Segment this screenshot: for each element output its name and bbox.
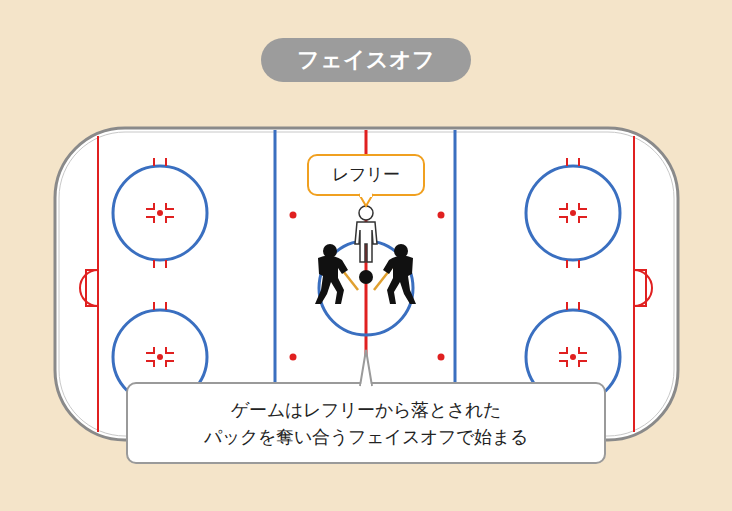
callout-text: ゲームはレフリーから落とされた パックを奪い合うフェイスオフで始まる [158, 396, 574, 450]
pointer-join [361, 384, 371, 387]
callout-text: レフリー [332, 162, 400, 188]
pointer-join [360, 194, 372, 197]
pointer-shape [359, 194, 373, 206]
pointer-shape [360, 350, 372, 386]
callout-pointer [354, 348, 378, 386]
referee-callout: レフリー [307, 154, 425, 196]
callout-pointer [354, 194, 378, 210]
caption-callout: ゲームはレフリーから落とされた パックを奪い合うフェイスオフで始まる [126, 382, 606, 464]
title-text: フェイスオフ [297, 38, 435, 82]
title-pill: フェイスオフ [261, 38, 471, 82]
